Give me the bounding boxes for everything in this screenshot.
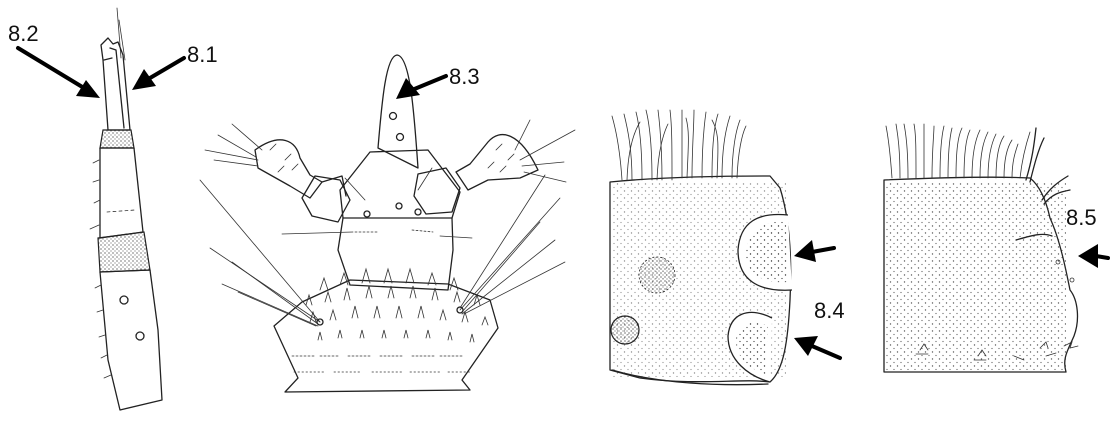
- label-8-5: 8.5: [1066, 205, 1097, 230]
- head-capsule-drawing: [200, 55, 575, 392]
- label-8-1: 8.1: [187, 42, 218, 67]
- callout-8-4-upper: [794, 240, 834, 262]
- segment-drawing-8-5: [884, 124, 1078, 372]
- callout-8-3: 8.3: [396, 64, 480, 99]
- label-8-4: 8.4: [814, 298, 845, 323]
- callout-8-5: 8.5: [1066, 205, 1108, 268]
- callout-8-2: 8.2: [8, 21, 100, 98]
- label-8-3: 8.3: [449, 64, 480, 89]
- segment-drawing-8-4: [610, 110, 792, 385]
- callout-8-1: 8.1: [132, 42, 218, 90]
- callout-8-4-lower: [794, 336, 840, 358]
- antenna-drawing: [90, 8, 162, 410]
- label-8-2: 8.2: [8, 21, 39, 46]
